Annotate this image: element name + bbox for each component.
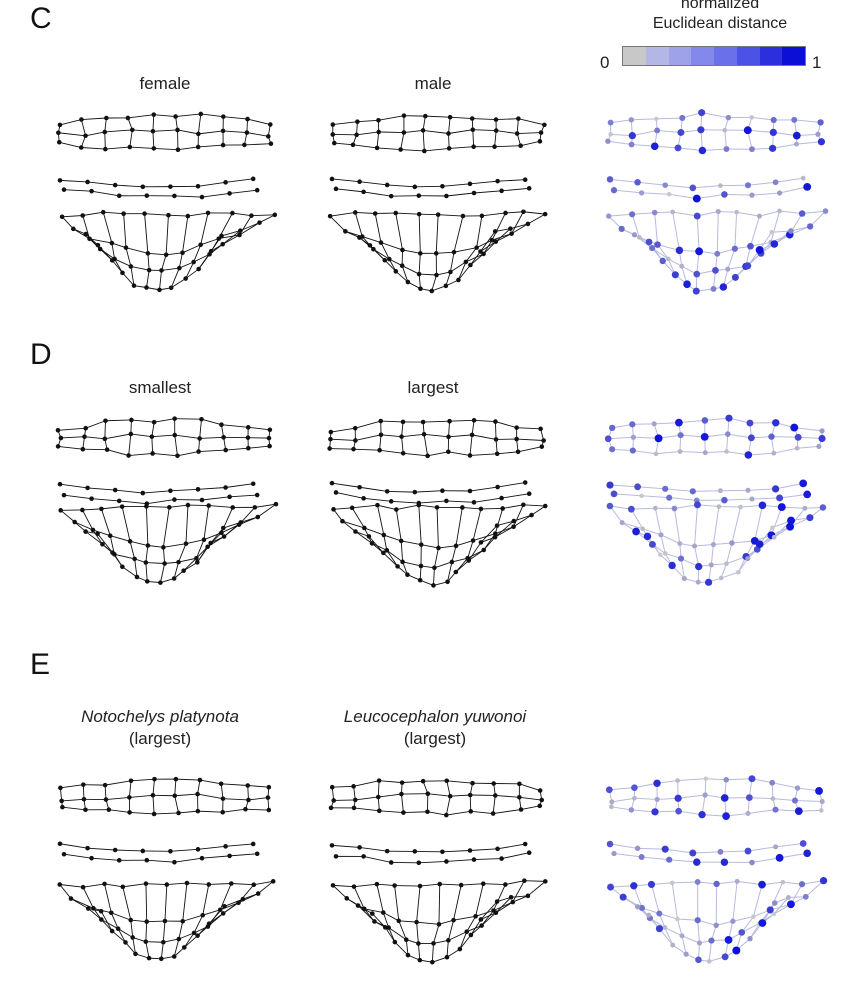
panel-letter-e: E: [30, 648, 51, 681]
landmark-wireframe: [606, 208, 829, 295]
label-notochelys-species: Notochelys platynota: [81, 707, 239, 726]
legend-swatch: [714, 47, 737, 65]
legend-title-line1: normalized: [680, 0, 760, 12]
legend-min: 0: [600, 53, 610, 72]
landmark-wireframe: [604, 414, 826, 504]
legend-title-line2: Euclidean distance: [652, 15, 788, 32]
label-male: male: [414, 74, 452, 93]
landmark-wireframe: [58, 501, 279, 585]
landmark-wireframe: [55, 416, 273, 506]
label-smallest: smallest: [128, 378, 192, 397]
legend-swatch: [736, 47, 760, 65]
landmark-wireframe: [327, 209, 548, 294]
landmark-wireframe: [327, 418, 546, 506]
label-leucocephalon-note: (largest): [403, 729, 467, 748]
landmark-wireframe: [330, 878, 548, 965]
landmark-wireframe: [331, 502, 548, 588]
landmark-wireframe: [607, 877, 828, 964]
label-leucocephalon: Leucocephalon yuwonoi (largest): [305, 706, 565, 750]
panel-letter-d: D: [30, 338, 52, 371]
label-female: female: [139, 74, 191, 93]
label-notochelys: Notochelys platynota (largest): [40, 706, 280, 750]
legend-swatch: [782, 47, 805, 65]
legend-swatch: [645, 47, 669, 65]
landmark-wireframe: [57, 879, 276, 962]
legend-swatch: [623, 47, 646, 65]
legend-swatch: [668, 47, 692, 65]
landmark-wireframe: [605, 109, 826, 203]
landmark-wireframe: [328, 778, 545, 866]
label-largest: largest: [407, 378, 459, 397]
legend-max: 1: [812, 53, 822, 72]
landmark-wireframe: [59, 209, 278, 293]
landmark-wireframe: [329, 113, 547, 199]
landmark-wireframe: [606, 501, 827, 586]
label-notochelys-note: (largest): [128, 729, 192, 748]
label-leucocephalon-species: Leucocephalon yuwonoi: [343, 707, 527, 726]
landmark-wireframe: [57, 776, 272, 865]
panel-letter-c: C: [30, 2, 52, 35]
legend-swatch: [691, 47, 714, 65]
legend-title: normalized Euclidean distance: [600, 0, 840, 34]
legend-swatch: [759, 47, 783, 65]
legend-colorbar: [622, 46, 806, 66]
landmark-wireframe: [56, 111, 274, 200]
landmark-wireframe: [605, 775, 825, 866]
